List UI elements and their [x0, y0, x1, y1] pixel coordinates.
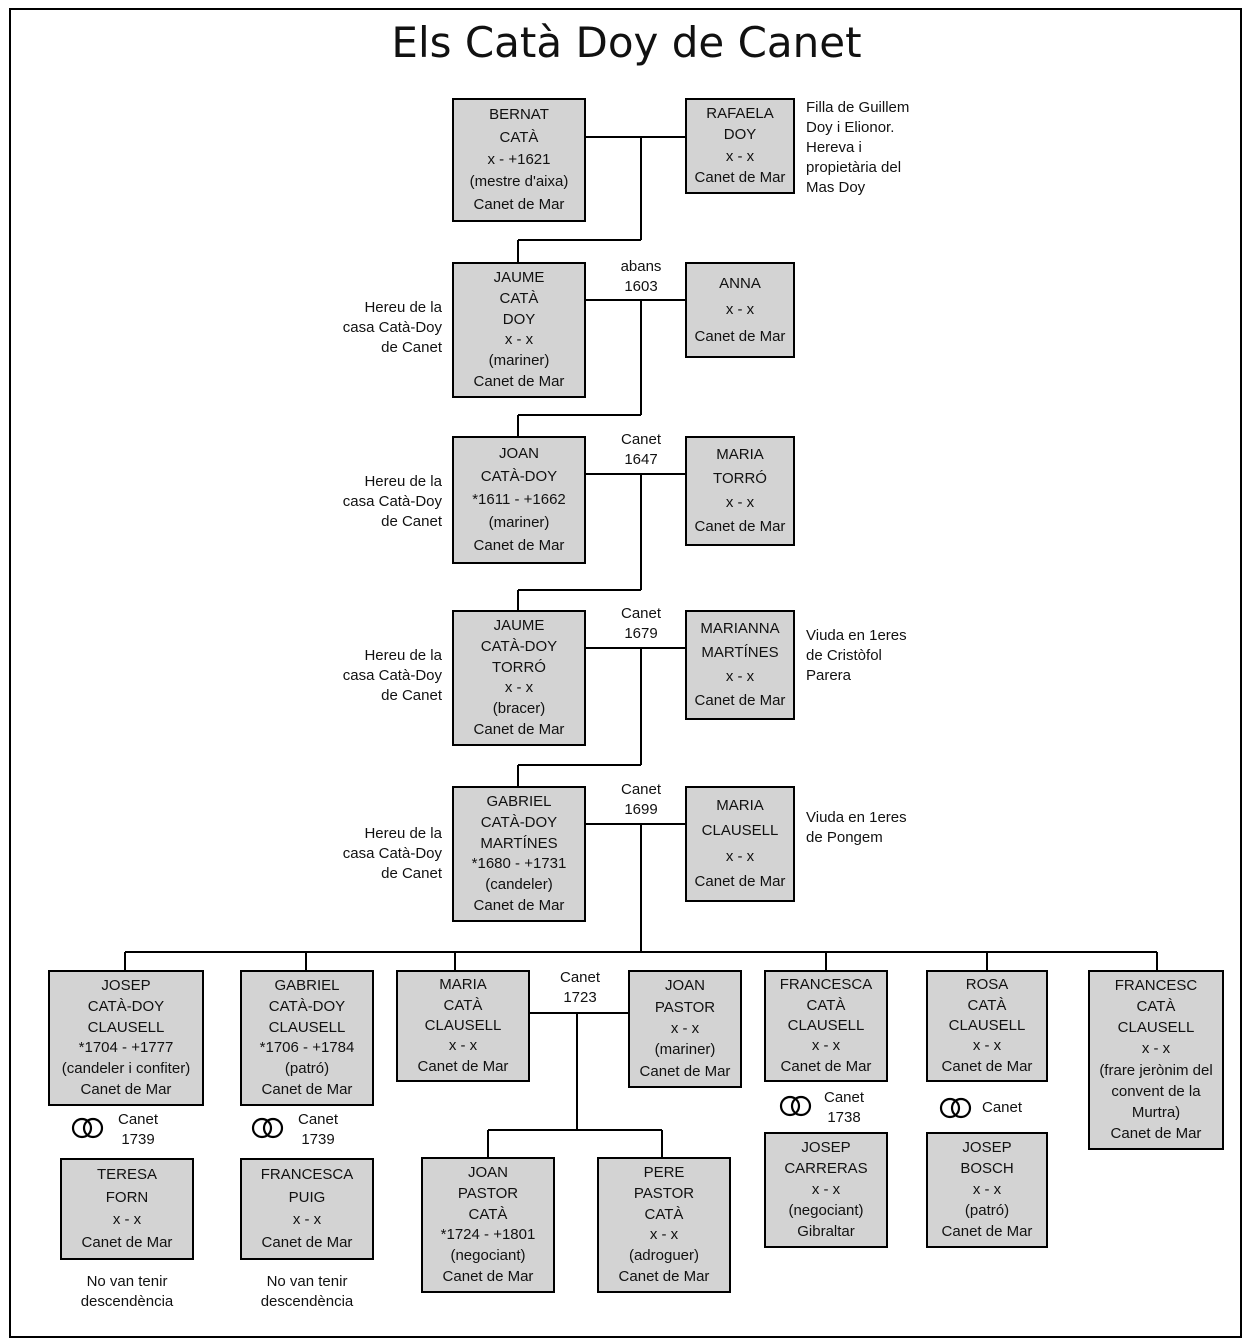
wedding-rings-icon	[71, 1117, 104, 1139]
wedding-rings-icon	[251, 1117, 284, 1139]
wedding-rings-icon	[939, 1097, 972, 1119]
wedding-rings-icon	[779, 1095, 812, 1117]
diagram-title: Els Catà Doy de Canet	[391, 18, 862, 67]
marriage-label-rosa: Canet	[982, 1099, 1023, 1116]
